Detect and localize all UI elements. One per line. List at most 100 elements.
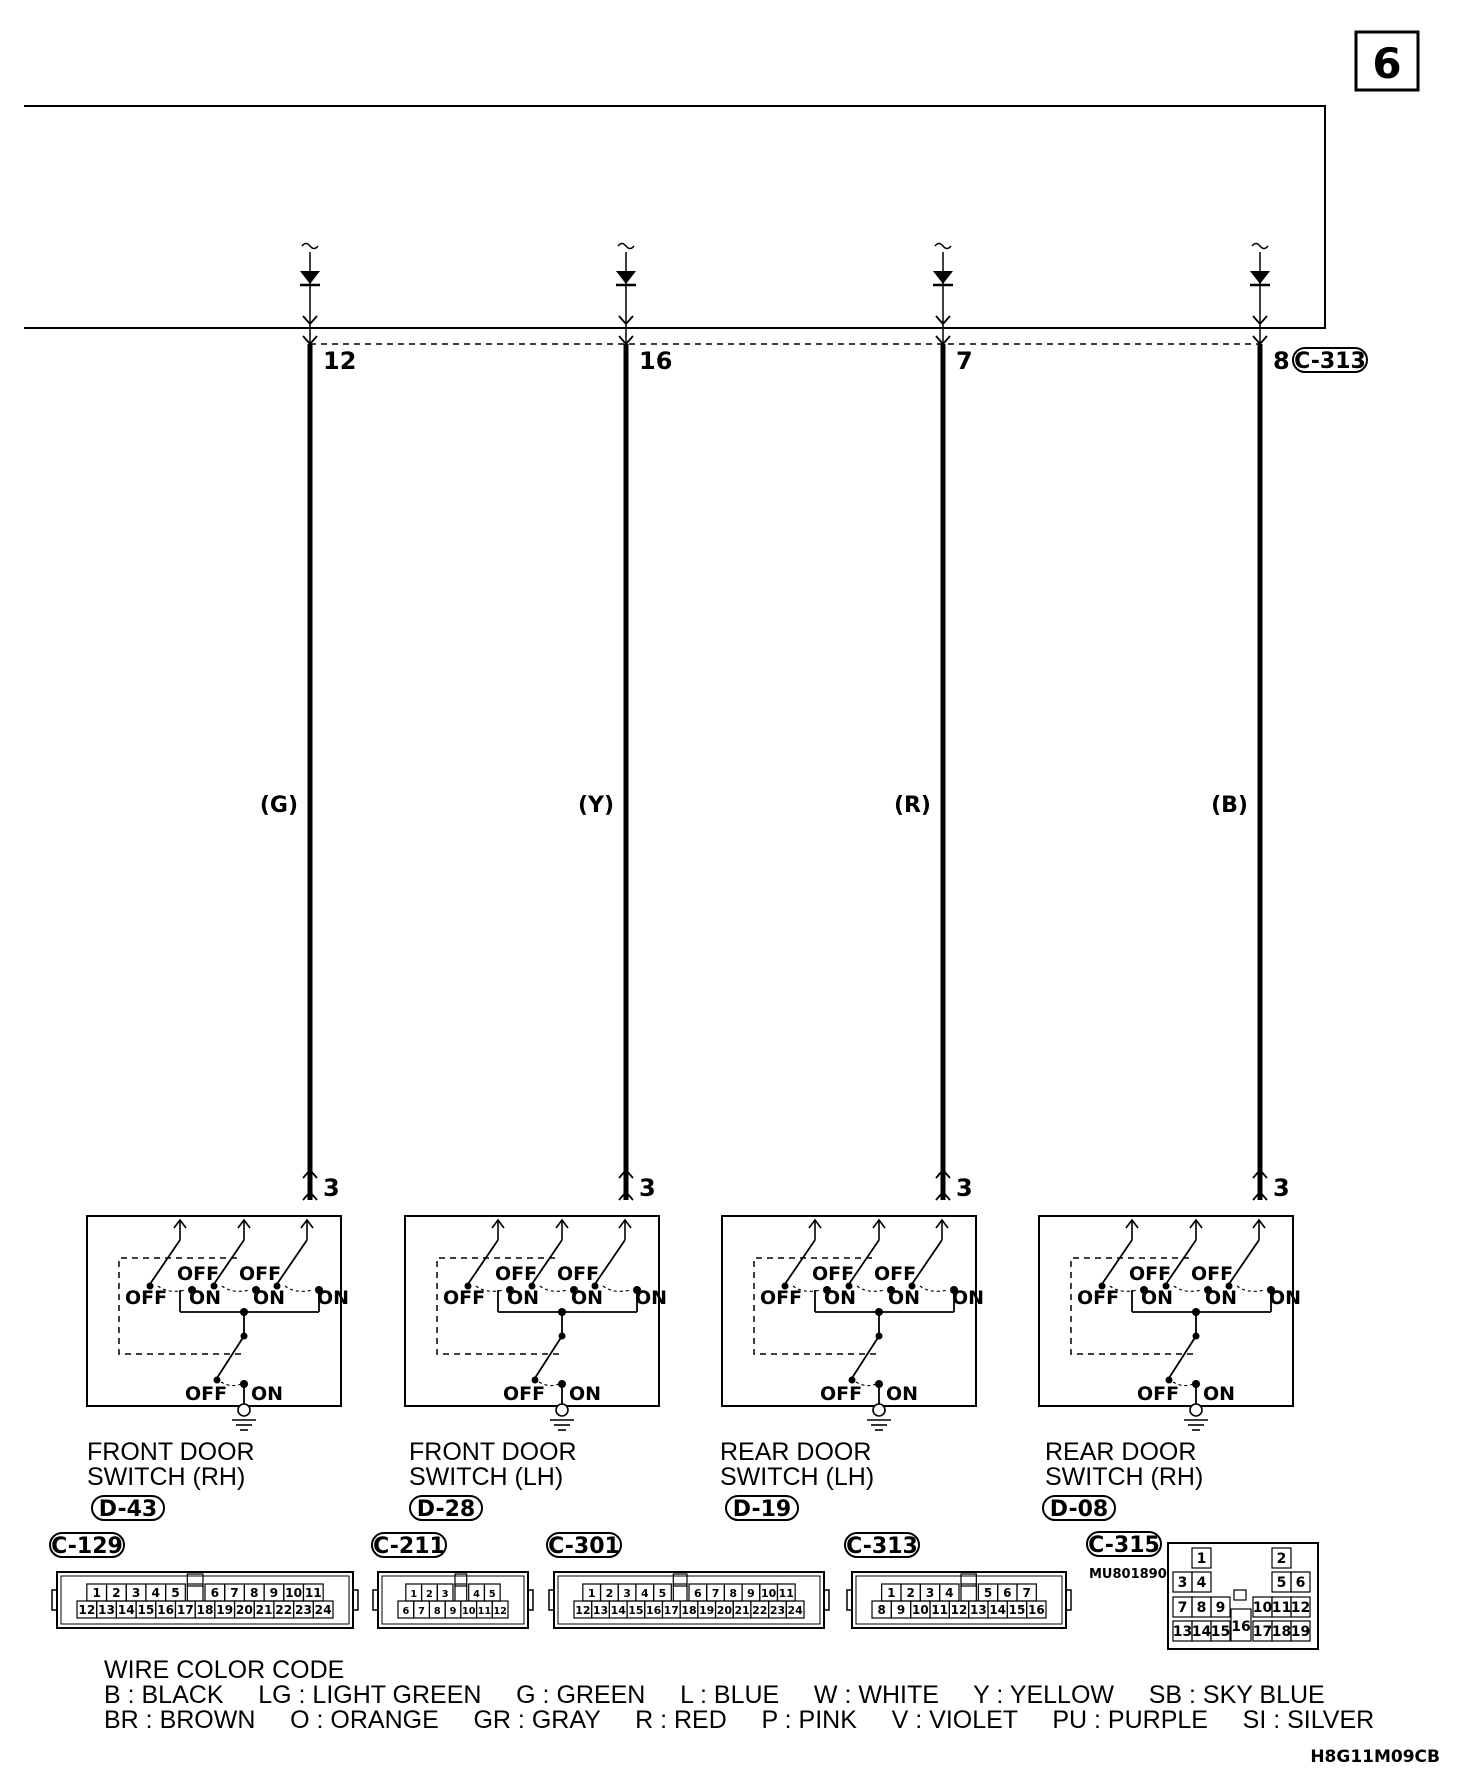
pin-label: 22	[752, 1604, 767, 1617]
pin-label: 16	[646, 1604, 662, 1617]
pin-label: 1	[92, 1586, 100, 1600]
pin-label: 7	[230, 1586, 238, 1600]
switch-state-label: OFF	[1137, 1383, 1179, 1405]
pin-label: 4	[641, 1587, 649, 1600]
pin-label: 15	[137, 1603, 154, 1617]
pin-label: 7	[1178, 1600, 1188, 1616]
ground-terminal-icon	[555, 1403, 569, 1417]
pin-label: 3	[442, 1589, 449, 1600]
switch-connector-id: D-08	[1050, 1497, 1108, 1522]
switch-name-line-2: SWITCH (LH)	[409, 1463, 563, 1491]
switch-blade	[534, 1335, 563, 1379]
switch-state-label: ON	[189, 1287, 221, 1309]
connector-part-number: MU801890	[1089, 1567, 1167, 1582]
pin-label: 4	[1197, 1575, 1207, 1591]
pin-label: 21	[734, 1604, 749, 1617]
switch-blade	[1168, 1335, 1197, 1379]
pin-label: 2	[1277, 1551, 1287, 1567]
pin-label: 6	[694, 1587, 702, 1600]
wire-color-label: (G)	[260, 793, 298, 818]
switch-state-label: OFF	[503, 1383, 545, 1405]
switch-state-label: ON	[1269, 1287, 1301, 1309]
pin-label: 13	[98, 1603, 115, 1617]
pin-label: 2	[606, 1587, 614, 1600]
pin-label: 17	[177, 1603, 194, 1617]
pin-label: 3	[132, 1586, 140, 1600]
pin-label: 6	[1003, 1586, 1011, 1600]
pin-label: 4	[945, 1586, 953, 1600]
switch-connector-id: D-43	[99, 1497, 157, 1522]
ground-terminal-icon	[1189, 1403, 1203, 1417]
connector-id: C-315	[1088, 1533, 1160, 1558]
legend-line-1: B : BLACK LG : LIGHT GREEN G : GREEN L :…	[104, 1681, 1325, 1709]
switch-box	[404, 1215, 660, 1407]
pin-label: 1	[887, 1586, 895, 1600]
wires: 12(G)316(Y)37(R)38(B)3	[260, 242, 1290, 1202]
switch-state-label: OFF	[495, 1263, 537, 1285]
switch-blade	[594, 1239, 626, 1285]
pin-label: 8	[1197, 1600, 1207, 1616]
pin-label: 15	[1211, 1624, 1230, 1640]
legend-title: WIRE COLOR CODE	[104, 1656, 344, 1684]
switch-state-label: ON	[1203, 1383, 1235, 1405]
pin-label: 2	[112, 1586, 120, 1600]
wire-pin-number: 7	[956, 347, 973, 375]
diode-icon	[300, 271, 320, 284]
pin-label: 4	[152, 1586, 160, 1600]
pin-label: 3	[1178, 1575, 1188, 1591]
switch-blade	[531, 1239, 563, 1285]
switch-name-line-1: REAR DOOR	[720, 1438, 871, 1466]
switch-name-line-1: REAR DOOR	[1045, 1438, 1196, 1466]
pin-label: 1	[588, 1587, 596, 1600]
switch-state-label: ON	[317, 1287, 349, 1309]
switch-state-label: OFF	[760, 1287, 802, 1309]
pin-label: 21	[256, 1603, 273, 1617]
pin-label: 14	[611, 1604, 627, 1617]
connector-key	[186, 1573, 204, 1587]
pin-label: 3	[623, 1587, 631, 1600]
switch-blade	[216, 1335, 245, 1379]
pin-label: 2	[907, 1586, 915, 1600]
pin-label: 14	[118, 1603, 135, 1617]
pin-label: 10	[1253, 1600, 1273, 1616]
pin-label: 10	[761, 1587, 777, 1600]
pin-label: 19	[699, 1604, 714, 1617]
pin-label: 8	[434, 1606, 441, 1617]
switch-connector-id: D-19	[733, 1497, 791, 1522]
switch-state-label: OFF	[239, 1263, 281, 1285]
switch-state-label: OFF	[443, 1287, 485, 1309]
switch-blade	[851, 1335, 880, 1379]
connector-id: C-313	[846, 1534, 918, 1559]
pin-label: 5	[1277, 1575, 1287, 1591]
switch-name-line-2: SWITCH (RH)	[87, 1463, 245, 1491]
pin-label: 15	[628, 1604, 643, 1617]
top-connector-id: C-313	[1294, 349, 1366, 374]
pin-label: 9	[270, 1586, 278, 1600]
switch-blade	[467, 1239, 499, 1285]
wire-pin-number: 12	[323, 347, 356, 375]
switch-state-label: OFF	[1191, 1263, 1233, 1285]
connector-id: C-301	[548, 1534, 620, 1559]
pin-label: 4	[473, 1589, 480, 1600]
pin-label: 20	[236, 1603, 253, 1617]
pin-label: 18	[197, 1603, 214, 1617]
switch-state-label: ON	[507, 1287, 539, 1309]
pin-label: 5	[489, 1589, 496, 1600]
pin-label: 22	[275, 1603, 292, 1617]
pin-label: 7	[1023, 1586, 1031, 1600]
switch-box	[1038, 1215, 1294, 1407]
ground-terminal-icon	[237, 1403, 251, 1417]
pin-label: 9	[450, 1606, 457, 1617]
switch-blade	[213, 1239, 245, 1285]
wire-break-mark	[1251, 242, 1269, 250]
pin-label: 16	[157, 1603, 174, 1617]
pin-label: 8	[729, 1587, 737, 1600]
pin-label: 5	[984, 1586, 992, 1600]
switch-pin-number: 3	[956, 1174, 973, 1202]
pin-label: 10	[462, 1606, 476, 1617]
